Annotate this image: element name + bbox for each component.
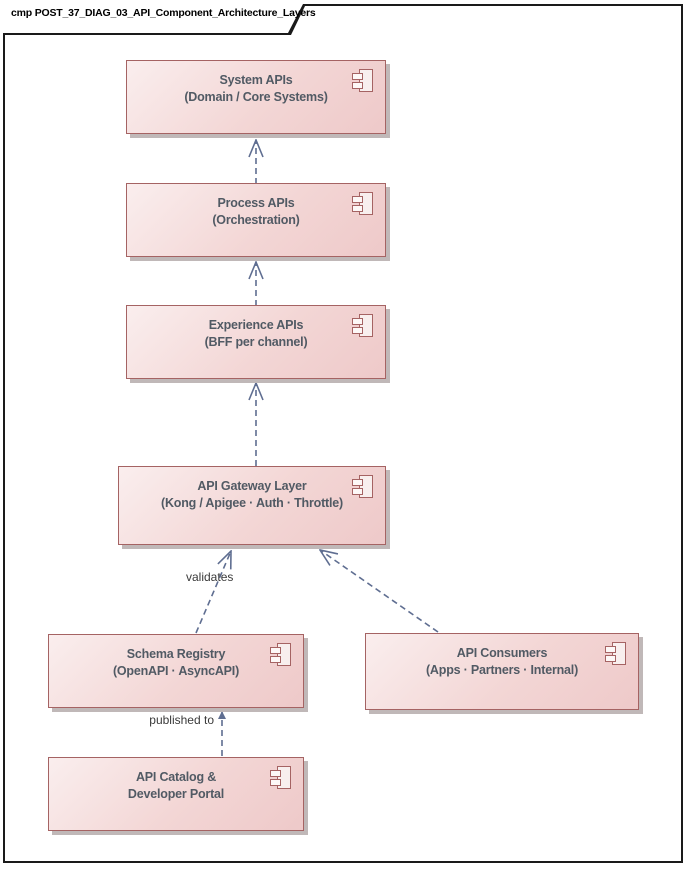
dependency-registry-to-gateway <box>195 551 231 634</box>
component-name: Experience APIs <box>208 318 304 332</box>
component-subtitle: (OpenAPI · AsyncAPI) <box>112 664 240 678</box>
component-icon <box>352 314 373 337</box>
component-name: API Gateway Layer <box>197 479 307 493</box>
component-subtitle: (Kong / Apigee · Auth · Throttle) <box>160 496 344 510</box>
component-system-apis[interactable]: System APIs (Domain / Core Systems) <box>126 60 386 134</box>
component-api-consumers[interactable]: API Consumers (Apps · Partners · Interna… <box>365 633 639 710</box>
component-label: API Gateway Layer (Kong / Apigee · Auth … <box>119 467 385 512</box>
component-name: API Consumers <box>456 646 548 660</box>
component-icon <box>352 192 373 215</box>
component-label: API Catalog & Developer Portal <box>49 758 303 803</box>
component-label: System APIs (Domain / Core Systems) <box>127 61 385 106</box>
component-subtitle: (Apps · Partners · Internal) <box>425 663 579 677</box>
connector-label-validates: validates <box>186 570 234 584</box>
component-name: Process APIs <box>217 196 295 210</box>
component-label: API Consumers (Apps · Partners · Interna… <box>366 634 638 679</box>
frame-tab-inner <box>3 4 303 33</box>
component-icon <box>270 643 291 666</box>
component-label: Experience APIs (BFF per channel) <box>127 306 385 351</box>
component-icon <box>352 475 373 498</box>
component-subtitle: Developer Portal <box>127 787 225 801</box>
component-icon <box>605 642 626 665</box>
diagram-title: cmp POST_37_DIAG_03_API_Component_Archit… <box>11 7 316 19</box>
dependency-consumers-to-gateway <box>320 550 439 633</box>
component-icon <box>352 69 373 92</box>
component-schema-registry[interactable]: Schema Registry (OpenAPI · AsyncAPI) <box>48 634 304 708</box>
component-label: Schema Registry (OpenAPI · AsyncAPI) <box>49 635 303 680</box>
diagram-frame <box>3 4 683 863</box>
frame-tab <box>3 4 306 35</box>
component-experience-apis[interactable]: Experience APIs (BFF per channel) <box>126 305 386 379</box>
component-name: API Catalog & <box>135 770 217 784</box>
component-label: Process APIs (Orchestration) <box>127 184 385 229</box>
component-icon <box>270 766 291 789</box>
component-subtitle: (Orchestration) <box>212 213 300 227</box>
component-process-apis[interactable]: Process APIs (Orchestration) <box>126 183 386 257</box>
component-api-gateway[interactable]: API Gateway Layer (Kong / Apigee · Auth … <box>118 466 386 545</box>
component-name: Schema Registry <box>126 647 226 661</box>
connector-label-published-to: published to <box>149 713 214 727</box>
component-subtitle: (BFF per channel) <box>204 335 308 349</box>
component-subtitle: (Domain / Core Systems) <box>184 90 328 104</box>
component-name: System APIs <box>219 73 293 87</box>
component-api-catalog[interactable]: API Catalog & Developer Portal <box>48 757 304 831</box>
